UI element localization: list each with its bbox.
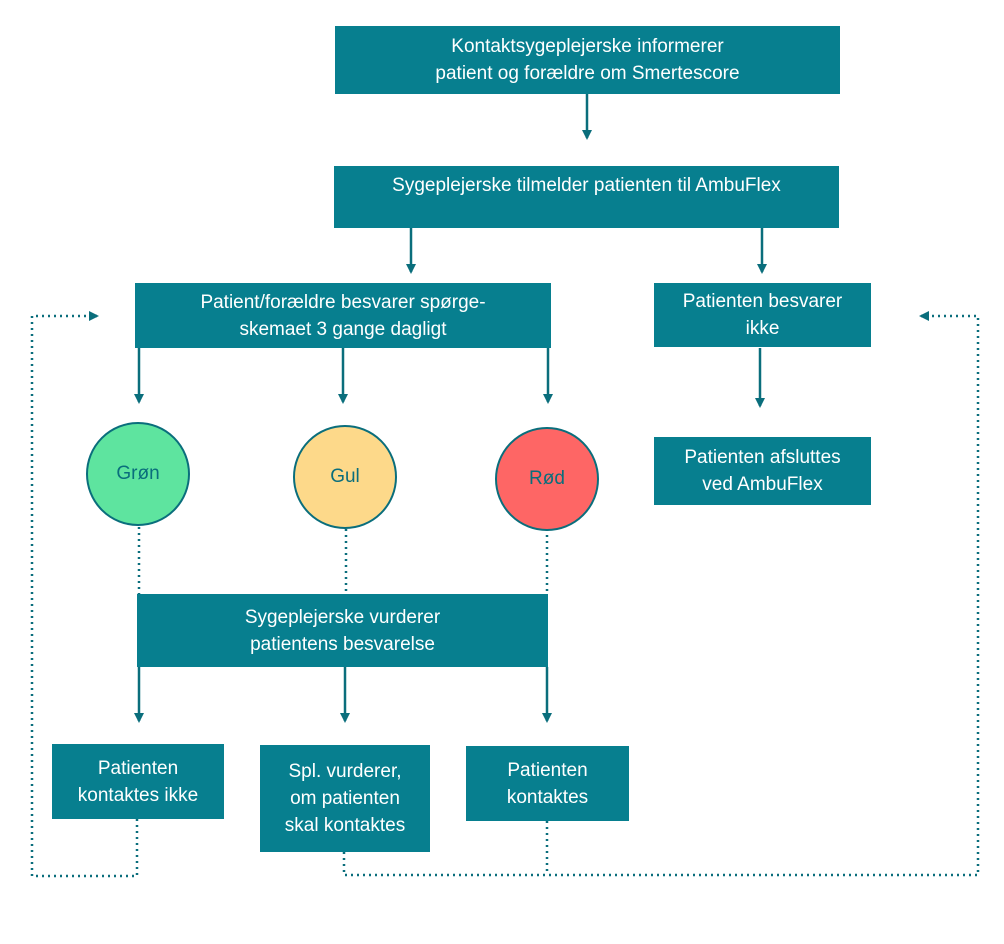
- box-no-answer: Patienten besvarer ikke: [654, 283, 871, 347]
- box-nurse-evaluates-line2: om patienten: [290, 788, 400, 809]
- box-assess-line1: Sygeplejerske vurderer: [244, 606, 441, 628]
- box-enroll-line1: Sygeplejerske tilmelder patienten til Am…: [392, 175, 781, 196]
- box-contacted-line2: kontaktes: [506, 786, 589, 808]
- box-inform: Kontaktsygeplejerske informerer patient …: [335, 26, 840, 94]
- box-contacted-line1: Patienten: [507, 759, 588, 781]
- box-nurse-evaluates: Spl. vurderer, om patienten skal kontakt…: [260, 745, 430, 852]
- box-answers: Patient/forældre besvarer spørge- skemae…: [135, 283, 551, 348]
- box-enroll: Sygeplejerske tilmelder patienten til Am…: [334, 166, 839, 228]
- box-inform-line1: Kontaktsygeplejerske informerer: [451, 36, 724, 57]
- box-no-answer-line2: ikke: [745, 318, 780, 339]
- box-not-contacted: Patienten kontaktes ikke: [52, 744, 224, 819]
- circle-green: Grøn: [86, 422, 190, 526]
- box-terminated: Patienten afsluttes ved AmbuFlex: [654, 437, 871, 505]
- box-contacted: Patienten kontaktes: [466, 746, 629, 821]
- box-answers-line1: Patient/forældre besvarer spørge-: [200, 291, 486, 313]
- circle-yellow: Gul: [293, 425, 397, 529]
- box-inform-line2: patient og forældre om Smertescore: [435, 63, 740, 84]
- box-assess-line2: patientens besvarelse: [250, 633, 435, 655]
- box-answers-line2: skemaet 3 gange dagligt: [239, 318, 447, 340]
- dotted-loop-left: [30, 311, 139, 878]
- circle-red: Rød: [495, 427, 599, 531]
- box-no-answer-line1: Patienten besvarer: [682, 291, 843, 312]
- circle-yellow-label: Gul: [330, 466, 360, 487]
- box-not-contacted-line2: kontaktes ikke: [77, 784, 199, 806]
- box-nurse-evaluates-line1: Spl. vurderer,: [288, 761, 402, 782]
- circle-green-label: Grøn: [116, 463, 160, 484]
- box-assess: Sygeplejerske vurderer patientens besvar…: [137, 594, 548, 667]
- box-terminated-line2: ved AmbuFlex: [702, 474, 823, 495]
- box-nurse-evaluates-line3: skal kontaktes: [284, 815, 406, 836]
- box-not-contacted-line1: Patienten: [97, 757, 179, 779]
- circle-red-label: Rød: [529, 468, 565, 489]
- box-terminated-line1: Patienten afsluttes: [684, 447, 841, 468]
